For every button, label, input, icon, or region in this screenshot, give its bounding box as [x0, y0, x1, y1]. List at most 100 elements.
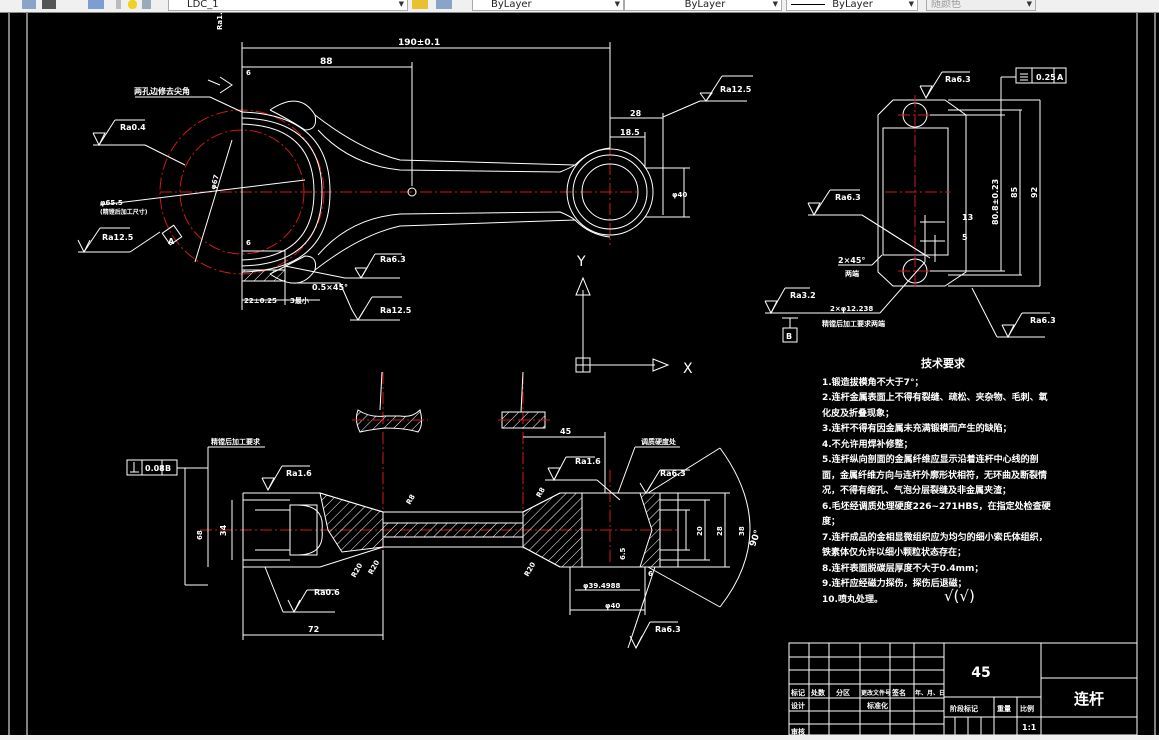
label-weight: 重量: [997, 704, 1011, 713]
rough-ra16-r: Ra1.6: [575, 457, 601, 466]
color-value: ByLayer: [491, 0, 532, 10]
tech-item: 7.连杆成品的金相显微组织应为均匀的细小索氏体组织，铁素体仅允许以细小颗粒状态存…: [822, 532, 1048, 559]
properties-toolbar: LDC_1 ▼ ByLayer ▼ ByLayer ▼ ByLayer ▼ 随颜…: [0, 0, 1159, 13]
label-zone: 分区: [836, 688, 850, 697]
layer-manager-icon[interactable]: [88, 0, 104, 9]
chamfer-side: 2×45°: [838, 256, 865, 265]
side-view: [764, 67, 1067, 343]
title-block: 45 连杆 标记 处数 分区 更改文件号 签名 年、月、日 设计 标准化 审核 …: [788, 642, 1138, 736]
ucs-x-label: X: [683, 361, 693, 377]
label-change-doc: 更改文件号: [861, 689, 891, 697]
make-current-icon[interactable]: [412, 0, 428, 9]
rough-ra04: Ra0.4: [120, 123, 146, 132]
dim-5: 5: [962, 233, 968, 242]
chamfer-side-note: 两端: [845, 269, 859, 278]
label-stage-mark: 阶段标记: [950, 704, 978, 713]
datum-a: A: [168, 237, 175, 246]
dim-40: φ40: [605, 602, 620, 610]
rough-ra63: Ra6.3: [380, 255, 406, 264]
bolt-hole-size: 2×φ12.238: [830, 305, 873, 313]
flatness-datum: A: [1057, 73, 1064, 82]
section-hatch-shank: [382, 522, 524, 538]
big-end-outline-1: [241, 111, 331, 273]
oil-hole: [407, 187, 417, 197]
dim-3: 3最小: [290, 296, 309, 305]
plotstyle-value: 随颜色: [931, 0, 961, 10]
big-bore-note: (精镗后加工尺寸): [100, 208, 148, 216]
bulb-icon[interactable]: [116, 0, 121, 9]
big-bore: φ65.5: [100, 199, 123, 207]
big-radius: φ67: [209, 174, 221, 191]
color-dropdown[interactable]: ByLayer ▼: [472, 0, 624, 11]
datum-a-box: [161, 224, 183, 246]
ucs-icon: Y X: [575, 254, 693, 377]
dim-28-section: 28: [716, 526, 724, 536]
tech-item: 1.锻造拔模角不大于7°；: [822, 377, 924, 388]
dim-small-end: φ40: [672, 191, 687, 199]
note-right: 调质硬度处: [641, 437, 677, 446]
section-hatch-small-right: [639, 492, 661, 568]
rough-ra16-top: Ra1.6: [216, 13, 224, 30]
viewport-icon[interactable]: [142, 0, 151, 9]
front-view-labels: 190±0.1 88 28 18.5 φ40 Ra12.5 两孔边修去尖角 Ra…: [100, 7, 752, 315]
tech-title: 技术要求: [921, 357, 965, 370]
radius-r1: R8: [405, 493, 417, 506]
status-bar: [0, 735, 1159, 740]
perpendicularity-frame: [126, 459, 178, 476]
small-end-outer: [566, 148, 654, 236]
rough-ra125-left: Ra12.5: [102, 233, 134, 242]
angle-90: 90°: [748, 529, 763, 548]
note-top: 精镗后加工要求: [211, 437, 261, 446]
linetype-value: ByLayer: [684, 0, 726, 10]
perp-datum: B: [165, 464, 171, 473]
layer-freeze-icon[interactable]: [42, 0, 56, 9]
layer-previous-icon[interactable]: [436, 0, 452, 9]
tech-item: 4.不允许用焊补修整；: [822, 439, 913, 450]
dim-20: 20: [696, 526, 704, 536]
dim-6-section: 6: [648, 570, 653, 578]
label-signature: 签名: [891, 688, 906, 697]
small-end-bore: [581, 163, 639, 221]
sun-icon[interactable]: [128, 0, 137, 9]
radius-r3: R20: [350, 562, 365, 579]
dim-28: 28: [630, 109, 642, 118]
label-count: 处数: [810, 688, 826, 697]
dim-190: 190±0.1: [398, 38, 440, 48]
section-hatch-big: [319, 492, 384, 553]
flatness-value: 0.25: [1036, 73, 1056, 82]
radius-r2: R8: [535, 486, 547, 499]
label-standardize: 标准化: [866, 701, 888, 710]
dim-18-5: 18.5: [620, 128, 640, 137]
dim-22: 22±0.25: [244, 297, 277, 305]
dim-6-top: 6: [246, 69, 251, 77]
dim-34: 34: [219, 524, 228, 536]
drawing-canvas[interactable]: 190±0.1 88 28 18.5 φ40 Ra12.5 两孔边修去尖角 Ra…: [0, 7, 1159, 736]
section-view: [126, 371, 751, 650]
lineweight-dropdown[interactable]: ByLayer ▼: [786, 0, 918, 11]
tech-item: 10.喷丸处理。: [822, 594, 883, 605]
layer-state-icon[interactable]: [22, 0, 36, 9]
linetype-dropdown[interactable]: ByLayer ▼: [624, 0, 782, 11]
perp-value: 0.08: [145, 464, 165, 473]
cross-section-1: [355, 409, 423, 433]
chevron-down-icon: ▼: [614, 0, 620, 8]
technical-requirements: 技术要求 1.锻造拔模角不大于7°； 2.连杆金属表面上不得有裂缝、疏松、夹杂物…: [822, 356, 1052, 608]
section-hatch-small-left: [522, 492, 583, 568]
dim-bush: φ39.4988: [583, 582, 620, 590]
tech-item: 2.连杆金属表面上不得有裂缝、疏松、夹杂物、毛刺、氧化皮及折叠现象；: [822, 393, 1048, 419]
bolt-boss-top: [269, 100, 316, 131]
layer-dropdown[interactable]: LDC_1 ▼: [168, 0, 408, 11]
roughness-symbol: √(√): [944, 586, 975, 605]
dim-6-5: 6.5: [619, 547, 627, 560]
dim-38: 38: [738, 526, 746, 536]
tech-item: 3.连杆不得有因金属未充满锻模而产生的缺陷；: [822, 424, 1012, 434]
dim-13: 13: [962, 213, 973, 222]
label-review: 审核: [791, 727, 805, 735]
dim-bolt-distance: 80.8±0.23: [991, 179, 1000, 225]
shank-top-outer: [314, 114, 611, 166]
tech-item: 9.连杆应经磁力探伤，探伤后退磁；: [822, 579, 967, 589]
layer-name: LDC_1: [187, 0, 219, 10]
plotstyle-dropdown[interactable]: 随颜色 ▼: [926, 0, 1036, 11]
label-scale: 比例: [1020, 704, 1034, 713]
scale-value: 1:1: [1022, 723, 1037, 732]
